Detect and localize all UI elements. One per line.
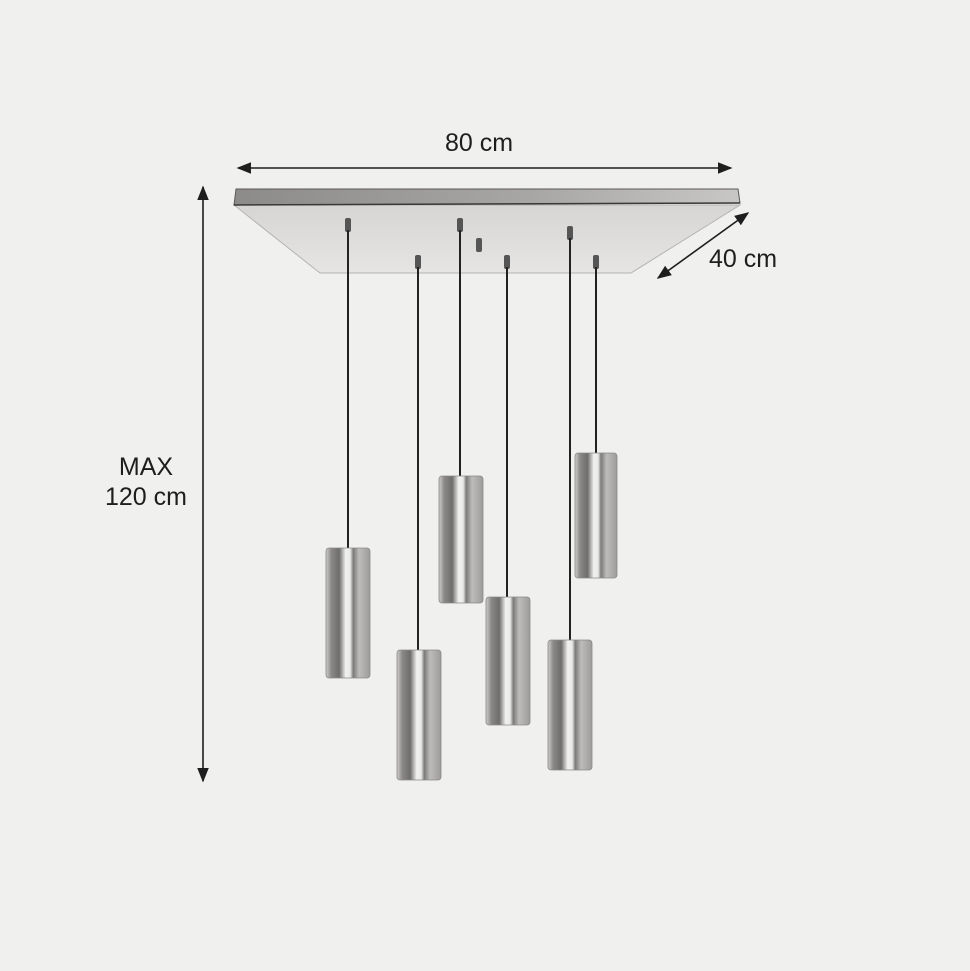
pendant-2 — [396, 255, 442, 781]
depth-label: 40 cm — [709, 245, 778, 273]
depth-dimension-arrow — [656, 212, 750, 279]
pendant-6 — [574, 255, 618, 579]
width-label: 80 cm — [445, 129, 514, 157]
pendant-5 — [547, 226, 593, 771]
height-label-line2: 120 cm — [105, 483, 187, 511]
height-label-line1: MAX — [118, 453, 174, 481]
ceiling-canopy — [232, 188, 742, 274]
pendant-4 — [485, 255, 531, 726]
pendant-1 — [325, 218, 371, 679]
pendant-3 — [438, 218, 484, 604]
height-label: MAX 120 cm — [96, 452, 196, 512]
